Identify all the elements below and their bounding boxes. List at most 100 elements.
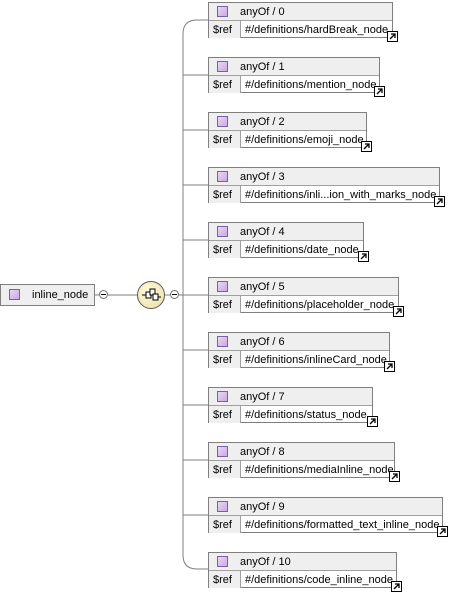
element-icon	[217, 116, 228, 127]
anyof-node-header: anyOf / 0	[209, 3, 392, 21]
ref-value: #/definitions/status_node	[245, 409, 367, 421]
goto-definition-icon[interactable]	[391, 581, 402, 592]
goto-definition-icon[interactable]	[374, 86, 385, 97]
goto-definition-icon[interactable]	[387, 31, 398, 42]
goto-definition-icon[interactable]	[434, 196, 445, 207]
arrow-icon	[393, 583, 400, 590]
arrow-icon	[436, 198, 443, 205]
goto-definition-icon[interactable]	[437, 526, 448, 537]
arrow-icon	[376, 88, 383, 95]
anyof-node-title: anyOf / 3	[240, 171, 285, 183]
ref-label: $ref	[209, 21, 241, 38]
element-icon	[217, 226, 228, 237]
ref-label: $ref	[209, 406, 241, 423]
ref-value: #/definitions/inlineCard_node	[245, 354, 387, 366]
anyof-node-header: anyOf / 6	[209, 333, 389, 351]
ref-label: $ref	[209, 186, 241, 203]
collapse-choice-button[interactable]	[170, 290, 179, 299]
anyof-node-title: anyOf / 7	[240, 391, 285, 403]
anyof-node-title: anyOf / 9	[240, 501, 285, 513]
element-icon	[217, 501, 228, 512]
anyof-node-header: anyOf / 10	[209, 553, 396, 571]
ref-value: #/definitions/hardBreak_node	[245, 24, 389, 36]
anyof-node[interactable]: anyOf / 8 $ref #/definitions/mediaInline_n…	[208, 442, 400, 482]
anyof-node[interactable]: anyOf / 7 $ref #/definitions/status_node	[208, 387, 378, 427]
goto-definition-icon[interactable]	[358, 251, 369, 262]
ref-row: $ref #/definitions/inli...ion_with_marks_…	[209, 186, 439, 203]
ref-value: #/definitions/emoji_node	[245, 134, 364, 146]
goto-definition-icon[interactable]	[389, 471, 400, 482]
ref-value: #/definitions/placeholder_node	[245, 299, 395, 311]
anyof-node[interactable]: anyOf / 3 $ref #/definitions/inli...ion_wi…	[208, 167, 445, 207]
choice-compositor-icon	[142, 288, 161, 301]
anyof-node-title: anyOf / 0	[240, 6, 285, 18]
root-element-label: inline_node	[32, 289, 89, 301]
ref-row: $ref #/definitions/status_node	[209, 406, 372, 423]
anyof-node-header: anyOf / 9	[209, 498, 442, 516]
ref-row: $ref #/definitions/inlineCard_node	[209, 351, 389, 368]
goto-definition-icon[interactable]	[393, 306, 404, 317]
element-icon	[9, 289, 20, 300]
anyof-node-title: anyOf / 6	[240, 336, 285, 348]
ref-value: #/definitions/formatted_text_inline_node	[245, 519, 440, 531]
goto-definition-icon[interactable]	[384, 361, 395, 372]
arrow-icon	[363, 143, 370, 150]
ref-label: $ref	[209, 461, 241, 478]
root-element-inline-node[interactable]: inline_node	[0, 284, 95, 306]
anyof-node-header: anyOf / 1	[209, 58, 379, 76]
arrow-icon	[389, 33, 396, 40]
anyof-node[interactable]: anyOf / 5$ref#/definitions/placeholder_n…	[208, 277, 404, 317]
ref-row: $ref #/definitions/placeholder_node	[209, 296, 398, 313]
ref-row: $ref #/definitions/code_inline_node	[209, 571, 396, 588]
ref-label: $ref	[209, 571, 241, 588]
ref-row: $ref #/definitions/mention_node	[209, 76, 379, 93]
anyof-node-title: anyOf / 1	[240, 61, 285, 73]
anyof-node-header: anyOf / 4	[209, 223, 363, 241]
anyof-node-title: anyOf / 10	[240, 556, 291, 568]
arrow-icon	[386, 363, 393, 370]
anyof-node[interactable]: anyOf / 6 $ref #/definitions/inlineCard_no…	[208, 332, 395, 372]
element-icon	[217, 391, 228, 402]
element-icon	[217, 336, 228, 347]
ref-row: $ref #/definitions/hardBreak_node	[209, 21, 392, 38]
anyof-node-title: anyOf / 8	[240, 446, 285, 458]
anyof-node[interactable]: anyOf / 0 $ref #/definitions/hardBreak_nod…	[208, 2, 398, 42]
anyof-node-header: anyOf / 2	[209, 113, 366, 131]
ref-label: $ref	[209, 351, 241, 368]
goto-definition-icon[interactable]	[367, 416, 378, 427]
ref-label: $ref	[209, 296, 241, 313]
ref-value: #/definitions/code_inline_node	[245, 574, 394, 586]
anyof-node-header: anyOf / 8	[209, 443, 394, 461]
goto-definition-icon[interactable]	[361, 141, 372, 152]
arrow-icon	[391, 473, 398, 480]
collapse-root-button[interactable]	[99, 290, 108, 299]
anyof-node[interactable]: anyOf / 2 $ref #/definitions/emoji_node	[208, 112, 372, 152]
element-icon	[217, 281, 228, 292]
element-icon	[217, 6, 228, 17]
anyof-node[interactable]: anyOf / 4 $ref#/definitions/date_node	[208, 222, 369, 262]
element-icon	[217, 171, 228, 182]
arrow-icon	[369, 418, 376, 425]
anyof-node[interactable]: anyOf / 1 $ref #/definitions/mention_node	[208, 57, 385, 97]
ref-label: $ref	[209, 76, 241, 93]
ref-value: #/definitions/date_node	[245, 244, 359, 256]
anyof-node[interactable]: anyOf / 10 $ref #/definitions/code_inline_…	[208, 552, 402, 592]
ref-row: $ref#/definitions/date_node	[209, 241, 363, 258]
element-icon	[217, 61, 228, 72]
ref-value: #/definitions/mention_node	[245, 79, 377, 91]
choice-compositor	[137, 281, 165, 309]
ref-label: $ref	[209, 131, 241, 148]
arrow-icon	[439, 528, 446, 535]
ref-value: #/definitions/mediaInline_node	[245, 464, 394, 476]
anyof-node-header: anyOf / 3	[209, 168, 439, 186]
element-icon	[217, 556, 228, 567]
arrow-icon	[360, 253, 367, 260]
anyof-node[interactable]: anyOf / 9$ref#/definitions/formatted_tex…	[208, 497, 448, 537]
ref-value: #/definitions/inli...ion_with_marks_node	[245, 189, 437, 201]
ref-row: $ref #/definitions/mediaInline_node	[209, 461, 394, 478]
anyof-node-title: anyOf / 2	[240, 116, 285, 128]
element-icon	[217, 446, 228, 457]
anyof-node-title: anyOf / 4	[240, 226, 285, 238]
ref-row: $ref #/definitions/emoji_node	[209, 131, 366, 148]
